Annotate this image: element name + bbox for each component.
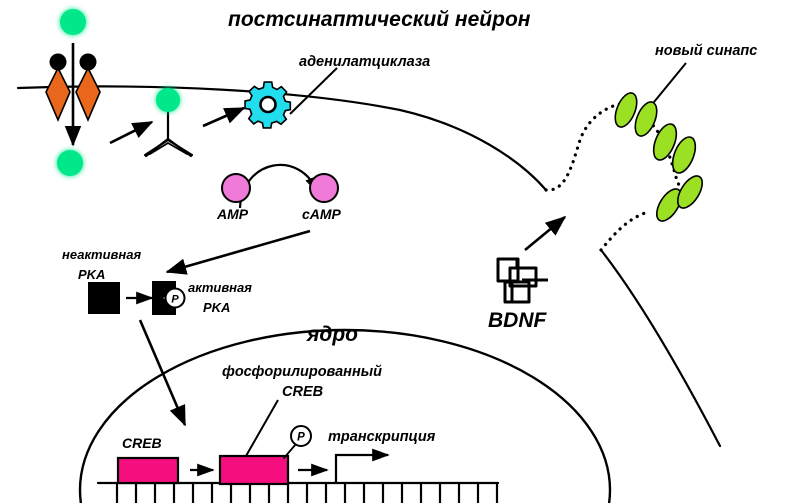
creb-phosphate-circle <box>290 425 312 447</box>
transcription-arrow <box>334 448 390 483</box>
bdnf-protein-icon <box>496 257 548 304</box>
pka-inactive-shape <box>88 282 120 314</box>
leader-line-phospho-creb <box>245 399 279 457</box>
channel-head-left <box>49 53 67 71</box>
label-pka-inactive-line1: неактивная <box>62 247 141 262</box>
channel-subunit-right <box>75 66 101 123</box>
gear-icon <box>244 81 292 129</box>
label-camp: cAMP <box>302 206 342 222</box>
label-adenylate-cyclase: аденилатциклаза <box>299 54 430 70</box>
vesicle <box>655 188 683 222</box>
label-transcription: транскрипция <box>328 429 436 445</box>
vesicle <box>614 92 638 128</box>
bdnf-label: BDNF <box>488 309 547 332</box>
camp-group <box>309 173 339 203</box>
arrow-ion-to-calmodulin <box>109 120 154 145</box>
dotted-axon-path-lower <box>599 210 650 252</box>
label-pka-active-line1: активная <box>188 280 252 295</box>
vesicle <box>671 136 697 174</box>
creb-transcription-group: P <box>116 425 390 486</box>
membrane-upper-curve <box>16 85 548 192</box>
neurotransmitter-inside <box>57 150 83 176</box>
ion-influx-group <box>57 9 86 176</box>
arrow-amp-to-camp <box>238 163 320 209</box>
phospho-creb-connector <box>283 443 297 459</box>
calmodulin-inner-v <box>149 141 188 155</box>
calmodulin-group <box>143 88 194 158</box>
arrow-camp-to-pka <box>165 229 311 275</box>
vesicle <box>676 175 704 209</box>
membrane-lower-right-curve <box>599 248 722 448</box>
dna-strand-group <box>96 481 500 503</box>
channel-subunit-left <box>45 66 71 123</box>
dna-ticks <box>115 483 499 503</box>
amp-group <box>221 173 251 203</box>
amp-molecule <box>221 173 251 203</box>
label-phospho-creb-line1: фосфорилированный <box>222 364 382 380</box>
leader-line-adenylate-cyclase <box>289 67 338 115</box>
creb-box-phosphorylated <box>218 454 290 486</box>
new-synapse-group <box>544 92 704 252</box>
label-nucleus: ядро <box>306 323 358 346</box>
calmodulin-bound-ion <box>156 88 180 112</box>
arrow-bdnf-to-synapse <box>524 215 567 252</box>
label-pka-inactive-line2: PKA <box>78 267 105 282</box>
creb-box-unphosphorylated <box>116 456 180 485</box>
dotted-axon-path-upper <box>544 102 622 192</box>
pka-phosphate-circle <box>164 287 186 309</box>
camp-molecule <box>309 173 339 203</box>
calmodulin-star <box>143 110 194 157</box>
vesicle <box>634 101 658 137</box>
label-phospho-creb-line2: CREB <box>282 384 323 400</box>
page-title: постсинаптический нейрон <box>228 8 531 31</box>
label-new-synapse: новый синапс <box>655 43 757 59</box>
bdnf-group: BDNF <box>488 257 548 332</box>
channel-head-right <box>79 53 97 71</box>
creb-phosphate-label: P <box>297 432 305 444</box>
adenylate-cyclase-group <box>244 81 292 129</box>
nucleus-outline <box>78 328 612 503</box>
label-creb: CREB <box>122 435 162 451</box>
cell-membrane-group <box>16 85 722 448</box>
pka-phosphate-label: P <box>171 294 179 306</box>
neurotransmitter-outside <box>60 9 86 35</box>
label-pka-active-line2: PKA <box>203 300 230 315</box>
pka-group: P <box>88 281 186 315</box>
ion-channel-group <box>45 53 101 123</box>
arrow-calmodulin-to-cyclase <box>202 106 246 128</box>
vesicle <box>652 123 678 161</box>
arrow-pka-to-nucleus <box>138 319 187 427</box>
label-amp: AMP <box>216 206 249 222</box>
